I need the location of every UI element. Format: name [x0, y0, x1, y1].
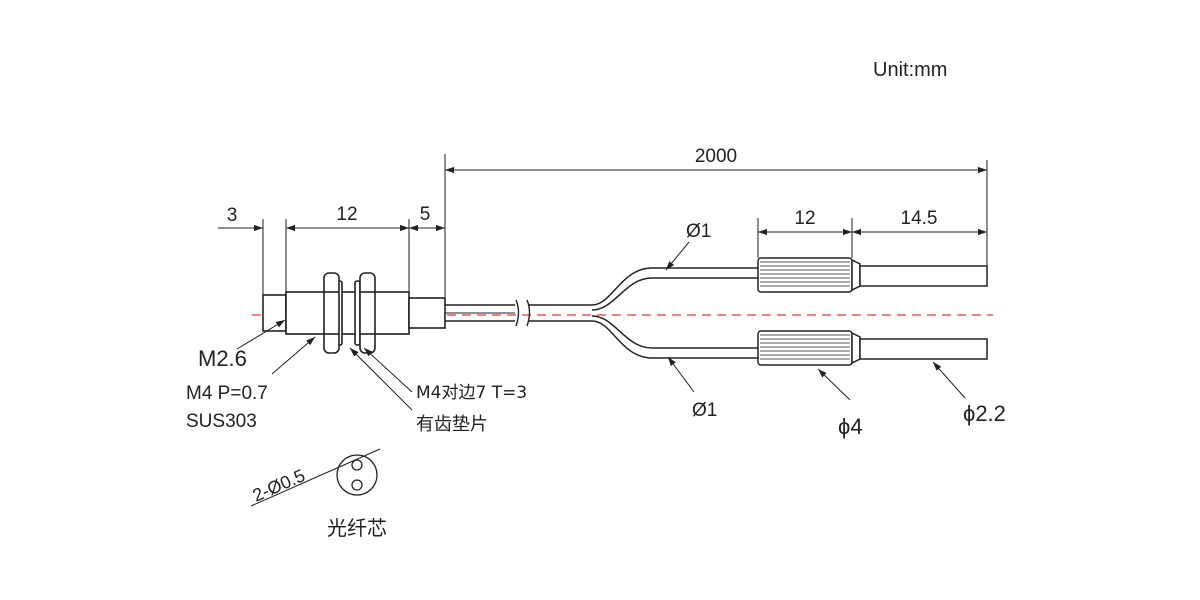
dim-head-tip: 3: [227, 205, 238, 226]
core-leader: [250, 448, 381, 507]
unit-label: Unit:mm: [873, 59, 947, 81]
label-washer: 有齿垫片: [416, 414, 488, 435]
label-material: SUS303: [186, 411, 257, 432]
fiber-cables: [528, 267, 758, 359]
ferrule-upper: [757, 257, 988, 293]
nut-left: [323, 272, 340, 354]
label-ferrule-dia: ϕ4: [838, 414, 863, 439]
dim-sleeve-length: 5: [420, 204, 431, 225]
label-fiber-lower: Ø1: [692, 400, 717, 421]
label-fiber-upper: Ø1: [686, 221, 711, 242]
dim-ferrule-length: 12: [794, 208, 815, 229]
core-cross-section: [336, 454, 378, 496]
label-nut: M4对边7 T=3: [416, 383, 527, 403]
dim-thread-length: 12: [336, 204, 357, 225]
dim-end-length: 14.5: [901, 208, 938, 229]
threaded-body: [285, 291, 410, 335]
dim-total-length: 2000: [695, 146, 737, 167]
label-core-count: 2-Ø0.5: [250, 465, 308, 506]
leader-lines: [236, 241, 966, 411]
label-body-thread: M4 P=0.7: [186, 383, 268, 404]
ferrule-lower: [757, 330, 988, 366]
cable-break: [515, 299, 531, 327]
label-core-caption: 光纤芯: [327, 516, 387, 540]
fiber-end-upper: [859, 265, 988, 287]
fiber-end-lower: [859, 338, 988, 360]
sleeve: [408, 297, 446, 329]
sensor-head: [262, 272, 515, 354]
label-end-dia: ϕ2.2: [963, 401, 1006, 426]
nut-right: [359, 272, 376, 354]
tip-m26: [262, 294, 287, 332]
label-tip-thread: M2.6: [198, 346, 247, 371]
dimension-lines: [218, 166, 987, 236]
